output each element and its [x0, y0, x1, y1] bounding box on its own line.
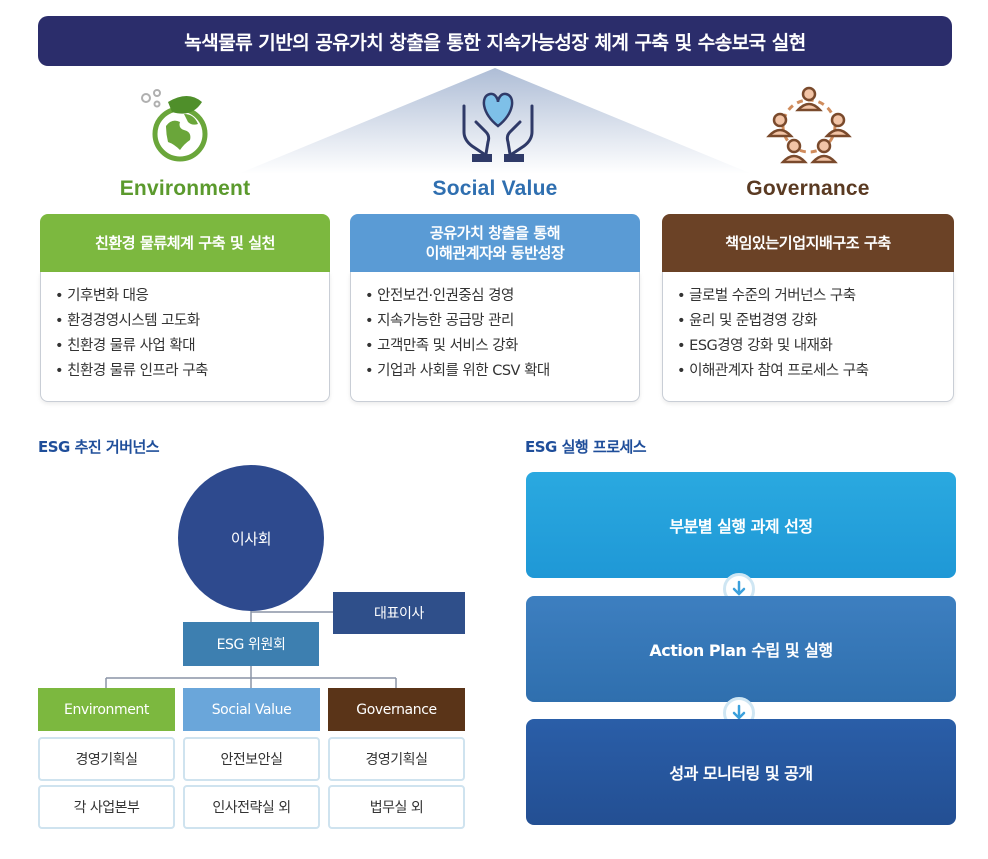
list-item: 친환경 물류 인프라 구축: [55, 359, 329, 384]
unit-box: 경영기획실: [38, 737, 175, 781]
ceo-box: 대표이사: [333, 592, 465, 634]
list-item: 지속가능한 공급망 관리: [365, 309, 639, 334]
governance-header: 책임있는기업지배구조 구축: [662, 214, 954, 272]
board-circle: 이사회: [178, 465, 324, 611]
vision-title: 녹색물류 기반의 공유가치 창출을 통한 지속가능성장 체계 구축 및 수송보국…: [184, 31, 806, 54]
branch-governance: Governance: [328, 688, 465, 731]
list-item: 기업과 사회를 위한 CSV 확대: [365, 359, 639, 384]
environment-header-text: 친환경 물류체계 구축 및 실천: [94, 233, 276, 252]
ceo-label: 대표이사: [374, 606, 424, 622]
process-step-2: Action Plan 수립 및 실행: [526, 596, 956, 702]
pillar-title-social: Social Value: [432, 177, 558, 200]
social-header-line2: 이해관계자와 동반성장: [425, 244, 565, 262]
branch-label: Environment: [64, 701, 149, 718]
list-item: 친환경 물류 사업 확대: [55, 334, 329, 359]
branch-environment: Environment: [38, 688, 175, 731]
social-header: 공유가치 창출을 통해 이해관계자와 동반성장: [350, 214, 640, 272]
list-item: 글로벌 수준의 거버넌스 구축: [677, 284, 953, 309]
unit-box: 경영기획실: [328, 737, 465, 781]
process-step-3: 성과 모니터링 및 공개: [526, 719, 956, 825]
list-item: 기후변화 대응: [55, 284, 329, 309]
branch-label: Social Value: [211, 701, 292, 718]
list-item: 이해관계자 참여 프로세스 구축: [677, 359, 953, 384]
process-step-label: 성과 모니터링 및 공개: [669, 764, 813, 783]
unit-label: 경영기획실: [365, 752, 428, 768]
unit-label: 인사전략실 외: [212, 800, 291, 816]
list-item: 안전보건·인권중심 경영: [365, 284, 639, 309]
unit-label: 법무실 외: [369, 800, 424, 816]
list-item: 윤리 및 준법경영 강화: [677, 309, 953, 334]
unit-box: 각 사업본부: [38, 785, 175, 829]
pillar-title-governance: Governance: [746, 177, 870, 200]
branch-label: Governance: [356, 701, 437, 718]
process-step-label: Action Plan 수립 및 실행: [649, 641, 833, 660]
esg-committee-box: ESG 위원회: [183, 622, 319, 666]
unit-label: 경영기획실: [75, 752, 138, 768]
unit-box: 법무실 외: [328, 785, 465, 829]
governance-section-title: ESG 추진 거버넌스: [38, 438, 160, 456]
governance-list: 글로벌 수준의 거버넌스 구축 윤리 및 준법경영 강화 ESG경영 강화 및 …: [662, 272, 954, 402]
environment-list: 기후변화 대응 환경경영시스템 고도화 친환경 물류 사업 확대 친환경 물류 …: [40, 272, 330, 402]
process-step-label: 부분별 실행 과제 선정: [669, 517, 813, 536]
board-label: 이사회: [230, 529, 272, 548]
list-item: ESG경영 강화 및 내재화: [677, 334, 953, 359]
vision-banner: 녹색물류 기반의 공유가치 창출을 통한 지속가능성장 체계 구축 및 수송보국…: [38, 16, 952, 66]
esg-committee-label: ESG 위원회: [216, 637, 286, 653]
unit-label: 각 사업본부: [73, 800, 140, 816]
unit-box: 인사전략실 외: [183, 785, 320, 829]
social-header-line1: 공유가치 창출을 통해: [429, 223, 561, 242]
environment-header: 친환경 물류체계 구축 및 실천: [40, 214, 330, 272]
branch-social-value: Social Value: [183, 688, 320, 731]
process-step-1: 부분별 실행 과제 선정: [526, 472, 956, 578]
earth-leaf-icon: [141, 89, 208, 162]
hands-heart-icon: [462, 92, 534, 162]
pillar-title-environment: Environment: [119, 177, 251, 200]
process-section-title: ESG 실행 프로세스: [525, 438, 647, 456]
social-list: 안전보건·인권중심 경영 지속가능한 공급망 관리 고객만족 및 서비스 강화 …: [350, 272, 640, 402]
unit-box: 안전보안실: [183, 737, 320, 781]
list-item: 환경경영시스템 고도화: [55, 309, 329, 334]
unit-label: 안전보안실: [220, 752, 283, 768]
list-item: 고객만족 및 서비스 강화: [365, 334, 639, 359]
people-network-icon: [766, 86, 852, 164]
governance-header-text: 책임있는기업지배구조 구축: [725, 233, 891, 252]
